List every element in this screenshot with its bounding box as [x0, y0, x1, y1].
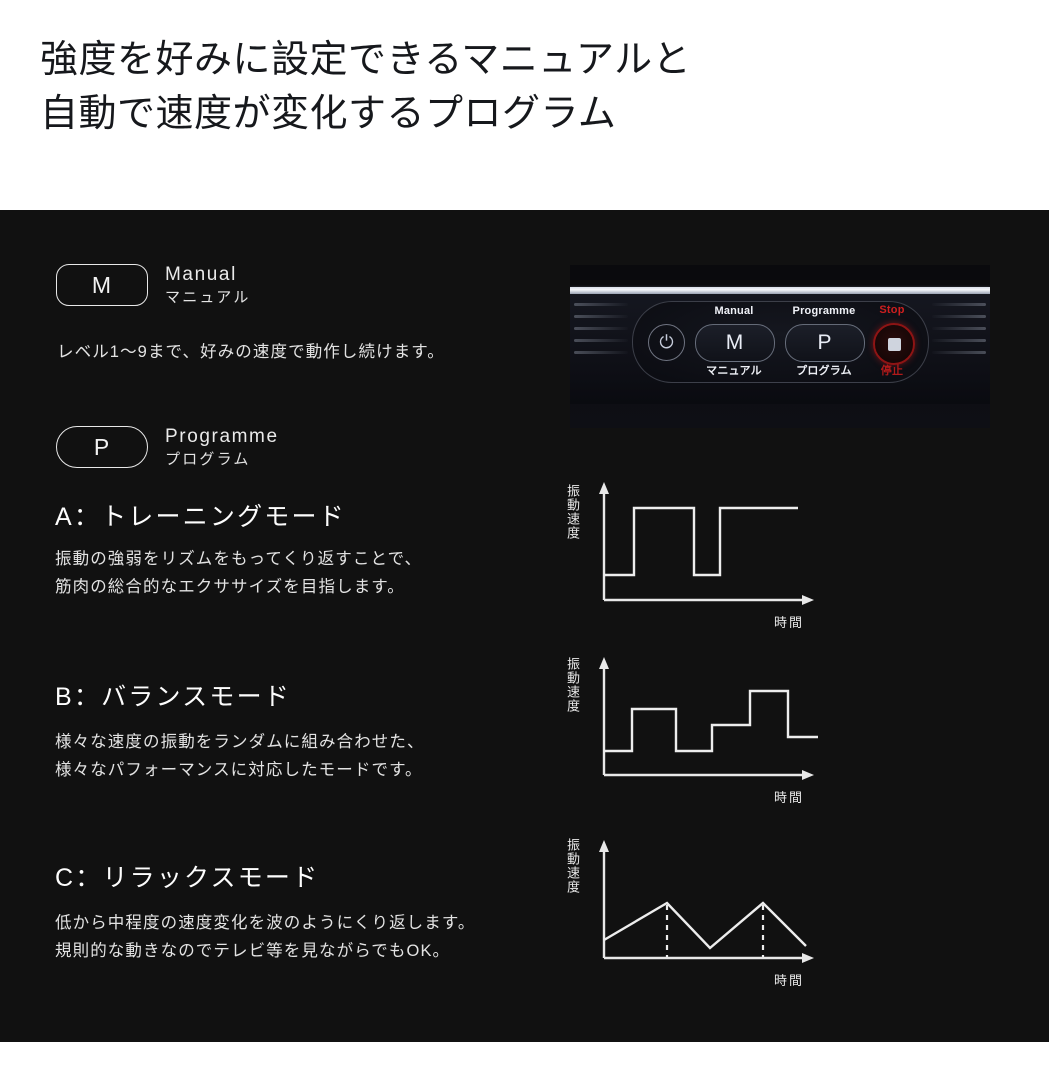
chart-c-ylabel: 振動速度 — [565, 838, 580, 894]
vent-grille-left — [574, 303, 628, 373]
manual-key-letter: M — [725, 331, 745, 354]
vent-grille-right — [932, 303, 986, 373]
mode-c-desc-line1: 低から中程度の速度変化を波のようにくり返します。 — [55, 914, 476, 932]
programme-badge-text: Programme プログラム — [165, 425, 279, 470]
programme-badge-letter: P — [93, 433, 111, 460]
programme-badge-row: P Programme プログラム — [56, 425, 279, 470]
programme-key-button[interactable]: P — [785, 324, 865, 362]
control-plate: ⏻ Manual M マニュアル Programme P プログラム Stop — [632, 301, 929, 383]
chart-mode-c: 振動速度 時間 — [560, 830, 825, 990]
stop-button[interactable] — [873, 323, 915, 365]
manual-badge-letter: M — [91, 271, 113, 298]
chart-a-ylabel: 振動速度 — [565, 484, 580, 540]
chart-mode-a: 振動速度 時間 — [560, 472, 825, 632]
manual-description: レベル1〜9まで、好みの速度で動作し続けます。 — [57, 343, 445, 361]
chart-b-svg — [599, 657, 818, 780]
chart-b-xlabel: 時間 — [774, 790, 805, 805]
mode-a-desc-line1: 振動の強弱をリズムをもってくり返すことで、 — [55, 550, 423, 568]
manual-title-jp: マニュアル — [165, 289, 251, 307]
mode-c-desc-line2: 規則的な動きなのでテレビ等を見ながらでもOK。 — [55, 942, 451, 960]
programme-key-label-top: Programme — [792, 305, 856, 317]
chart-c-svg — [599, 840, 814, 963]
manual-key-button[interactable]: M — [695, 324, 775, 362]
programme-key-letter: P — [817, 331, 833, 354]
chart-a-svg — [599, 482, 814, 605]
mode-b-desc-line1: 様々な速度の振動をランダムに組み合わせた、 — [55, 733, 425, 751]
power-icon[interactable]: ⏻ — [648, 324, 685, 361]
manual-badge-text: Manual マニュアル — [165, 263, 251, 308]
programme-title-jp: プログラム — [165, 451, 251, 469]
photo-chrome-strip — [570, 287, 990, 294]
mode-c-title: C：リラックスモード — [55, 864, 320, 892]
photo-top-shadow — [570, 265, 990, 287]
programme-key-label-bottom: プログラム — [796, 365, 852, 377]
mode-b-title: B：バランスモード — [55, 683, 291, 711]
mode-a-title: A：トレーニングモード — [55, 503, 346, 531]
manual-key-label-top: Manual — [714, 305, 754, 317]
page-title-line2: 自動で速度が変化するプログラム — [40, 92, 617, 135]
manual-badge-row: M Manual マニュアル — [56, 263, 251, 308]
dark-content-panel: M Manual マニュアル レベル1〜9まで、好みの速度で動作し続けます。 P… — [0, 210, 1049, 1042]
chart-b-ylabel: 振動速度 — [565, 657, 580, 713]
mode-a-desc-line2: 筋肉の総合的なエクササイズを目指します。 — [55, 578, 405, 596]
control-buttons-row: ⏻ Manual M マニュアル Programme P プログラム Stop — [633, 302, 928, 382]
programme-title-en: Programme — [165, 426, 279, 447]
manual-key-label-bottom: マニュアル — [706, 365, 762, 377]
mode-b-desc-line2: 様々なパフォーマンスに対応したモードです。 — [55, 761, 423, 779]
manual-badge: M — [56, 264, 148, 307]
stop-square-icon — [887, 337, 901, 351]
page-title-line1: 強度を好みに設定できるマニュアルと — [40, 39, 692, 81]
chart-mode-b: 振動速度 時間 — [560, 647, 825, 807]
product-control-panel-photo: ⏻ Manual M マニュアル Programme P プログラム Stop — [570, 265, 990, 428]
page-title: 強度を好みに設定できるマニュアルと 自動で速度が変化するプログラム — [40, 34, 1000, 142]
manual-title-en: Manual — [165, 264, 237, 285]
chart-c-xlabel: 時間 — [774, 973, 805, 988]
programme-badge: P — [56, 426, 148, 469]
chart-a-xlabel: 時間 — [774, 615, 805, 630]
stop-label-top: Stop — [879, 304, 905, 316]
stop-label-bottom: 停止 — [880, 365, 904, 377]
